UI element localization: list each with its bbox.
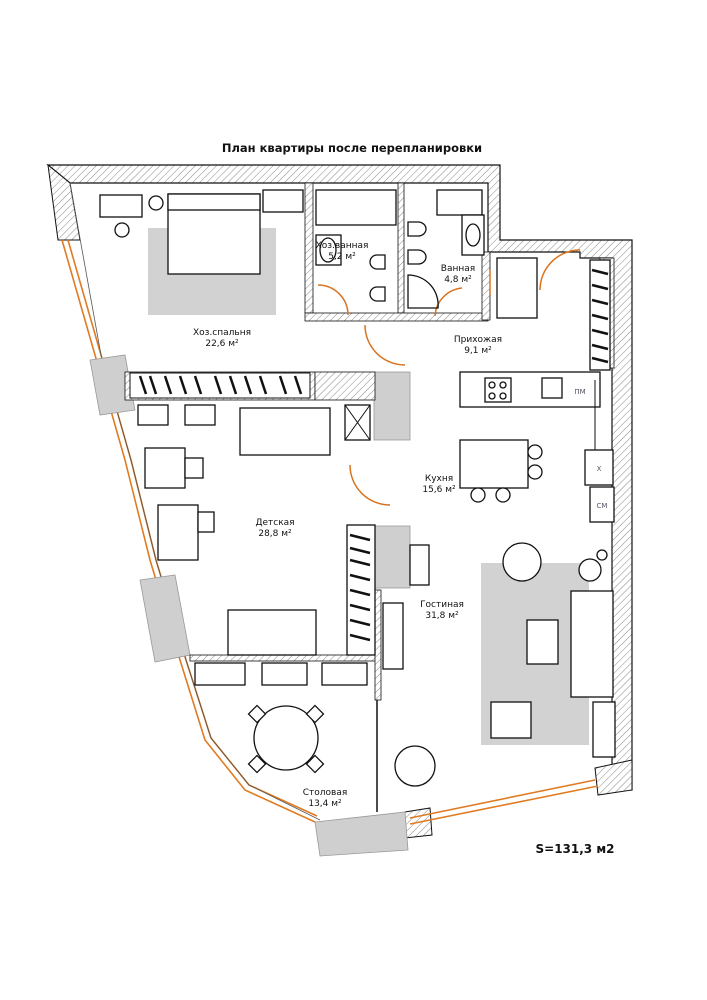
master-bedroom-furniture — [99, 189, 311, 399]
room-area-living-room: 31,8 м² — [425, 611, 459, 621]
kitchen-furniture: ПМ Х СМ — [459, 371, 615, 523]
room-name-dining-room: Столовая — [303, 788, 348, 798]
room-area-master-bedroom: 22,6 м² — [205, 339, 239, 349]
doors — [317, 249, 581, 506]
room-name-kitchen: Кухня — [425, 474, 453, 484]
room-name-master-bedroom: Хоз.спальня — [193, 328, 251, 338]
columns — [89, 354, 411, 857]
room-area-kitchen: 15,6 м² — [422, 485, 456, 495]
room-name-master-bath: Хоз.ванная — [316, 241, 369, 251]
room-name-kids-room: Детская — [255, 518, 294, 528]
dining-furniture — [247, 704, 325, 774]
room-area-master-bath: 5,2 м² — [328, 252, 356, 262]
room-name-living-room: Гостиная — [420, 600, 464, 610]
total-area: S=131,3 м2 — [536, 842, 615, 856]
room-area-kids-room: 28,8 м² — [258, 529, 292, 539]
living-room-furniture — [382, 542, 616, 787]
oven-label: Х — [597, 465, 602, 473]
bathroom-fixtures — [315, 189, 485, 309]
room-name-bathroom: Ванная — [441, 264, 475, 274]
room-area-hallway: 9,1 м² — [464, 346, 492, 356]
plan-title: План квартиры после перепланировки — [222, 141, 482, 155]
room-area-dining-room: 13,4 м² — [308, 799, 342, 809]
washer-label: СМ — [597, 502, 608, 510]
kids-room-furniture — [137, 404, 430, 686]
room-area-bathroom: 4,8 м² — [444, 275, 472, 285]
hallway-wardrobe — [496, 257, 611, 371]
room-name-hallway: Прихожая — [454, 335, 502, 345]
fridge-label: ПМ — [574, 388, 585, 396]
